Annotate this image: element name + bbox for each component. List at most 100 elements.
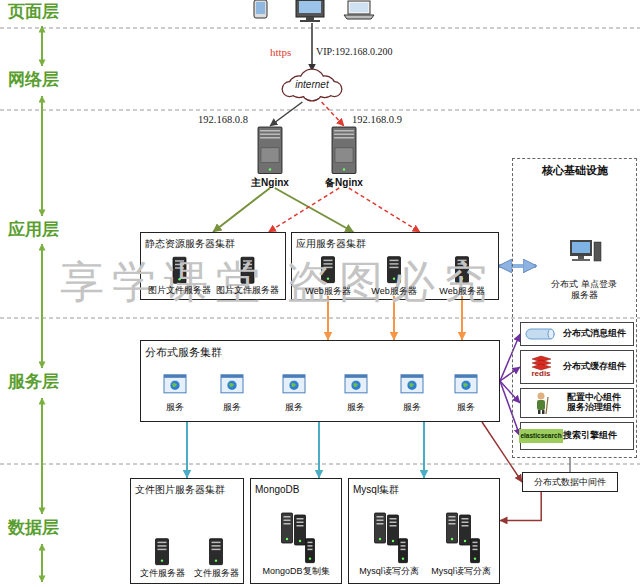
- server-body: [456, 257, 469, 283]
- component-icon-column: elasticsearch: [523, 429, 559, 442]
- client-devices: [254, 0, 374, 22]
- node-caption: 服务: [285, 402, 303, 412]
- person-leg: [538, 410, 541, 414]
- window-bar: [221, 375, 243, 378]
- laptop-icon: [348, 1, 370, 14]
- component-label: 搜索引擎组件: [559, 431, 617, 441]
- node-caption: MongoDB复制集: [262, 566, 329, 576]
- server-slot: [175, 264, 184, 266]
- connector-arrow: [186, 422, 188, 478]
- server-slot: [212, 549, 221, 551]
- cluster-box: 分布式服务集群服务服务服务服务服务服务: [140, 340, 500, 422]
- device-icon: [354, 512, 424, 564]
- server-slot: [308, 545, 313, 547]
- server-slot: [377, 520, 384, 522]
- tower-drawing: [388, 257, 401, 283]
- component-box: 配置中心组件 服务治理组件: [520, 388, 634, 418]
- window-bar: [283, 375, 305, 378]
- connector-arrow: [499, 264, 536, 268]
- cluster-title: 分布式服务集群: [141, 341, 222, 358]
- server-slot: [458, 263, 467, 265]
- laptop-base: [344, 15, 374, 19]
- service-icon: 服务: [155, 368, 195, 412]
- node-caption: 服务: [403, 402, 421, 412]
- device-icon: [136, 526, 188, 566]
- globe-land: [409, 383, 414, 387]
- cluster-title: 分布式数据中间件: [534, 477, 606, 487]
- db-drawing: [375, 513, 408, 563]
- component-box: elasticsearch搜索引擎组件: [520, 422, 634, 450]
- svc-drawing: [164, 375, 186, 393]
- server-slot: [462, 522, 469, 524]
- server-slot: [390, 260, 399, 262]
- cloud-fill: [328, 82, 342, 96]
- device-icon: [190, 526, 242, 566]
- cluster-box: Mysql集群Mysql读写分离Mysql读写分离: [348, 478, 500, 584]
- device-icon: [426, 512, 496, 564]
- server-slot: [284, 523, 291, 525]
- server-body: [399, 539, 408, 563]
- node-caption: Web服务器: [371, 286, 416, 296]
- globe-land: [172, 383, 177, 387]
- layer-label: 数据层: [8, 518, 59, 538]
- server-body: [375, 513, 386, 543]
- server-icon: 文件服务器: [190, 526, 242, 578]
- svc-drawing: [345, 375, 367, 393]
- connector-arrow: [268, 188, 339, 232]
- layer-arrow: [41, 398, 43, 514]
- database-icon: Mysql读写分离: [426, 512, 496, 576]
- broom: [546, 397, 548, 414]
- server-light: [161, 559, 163, 561]
- cloud-drawing: [283, 70, 341, 101]
- server-slot: [377, 516, 384, 518]
- server-slot: [158, 549, 167, 551]
- database-icon: Mysql读写分离: [354, 512, 424, 576]
- node-caption: 文件服务器: [140, 568, 185, 578]
- window-bar: [164, 375, 186, 378]
- device-icon: [246, 126, 294, 175]
- vip-label: VIP:192.168.0.200: [316, 46, 392, 58]
- node-caption: 文件服务器: [194, 568, 239, 578]
- server-slot: [462, 525, 469, 527]
- node-caption: 服务: [223, 402, 241, 412]
- globe-land: [291, 383, 296, 387]
- server-body: [210, 539, 223, 565]
- connector-arrow: [423, 422, 425, 478]
- service-icon: 服务: [446, 368, 486, 412]
- server-slot: [260, 130, 280, 132]
- service-icon: 服务: [212, 368, 252, 412]
- device-icon: [155, 368, 195, 400]
- server-slot: [390, 525, 397, 527]
- person-leg: [542, 410, 545, 414]
- device-icon: [256, 512, 336, 564]
- server-light: [269, 168, 271, 170]
- server-slot: [473, 549, 478, 551]
- server-light: [393, 277, 395, 279]
- server-slot: [284, 516, 291, 518]
- server-body: [460, 515, 471, 545]
- server-light: [246, 278, 248, 280]
- cfg-drawing: [537, 393, 548, 415]
- server-slot: [324, 267, 333, 269]
- server-light: [286, 538, 288, 540]
- server-slot: [449, 520, 456, 522]
- db-drawing: [447, 513, 480, 563]
- server-slot: [297, 522, 304, 524]
- cloud-outline: [328, 82, 342, 96]
- layer-label: 服务层: [8, 372, 59, 392]
- connector-arrow: [318, 422, 320, 478]
- layer-arrow: [41, 26, 43, 66]
- tower-drawing: [156, 539, 169, 565]
- sso-server: 分布式 单点登录服务器: [536, 238, 632, 300]
- server-body: [173, 257, 186, 283]
- cloud-fill: [283, 82, 297, 96]
- node-caption: 服务: [457, 402, 475, 412]
- server-slot: [390, 267, 399, 269]
- device-icon: [320, 126, 368, 175]
- monitor-screen: [299, 1, 321, 13]
- stand: [578, 256, 584, 259]
- server-light: [343, 168, 345, 170]
- globe: [351, 380, 361, 390]
- layer-label: 应用层: [8, 220, 59, 240]
- component-box: 分布式消息组件: [520, 322, 634, 346]
